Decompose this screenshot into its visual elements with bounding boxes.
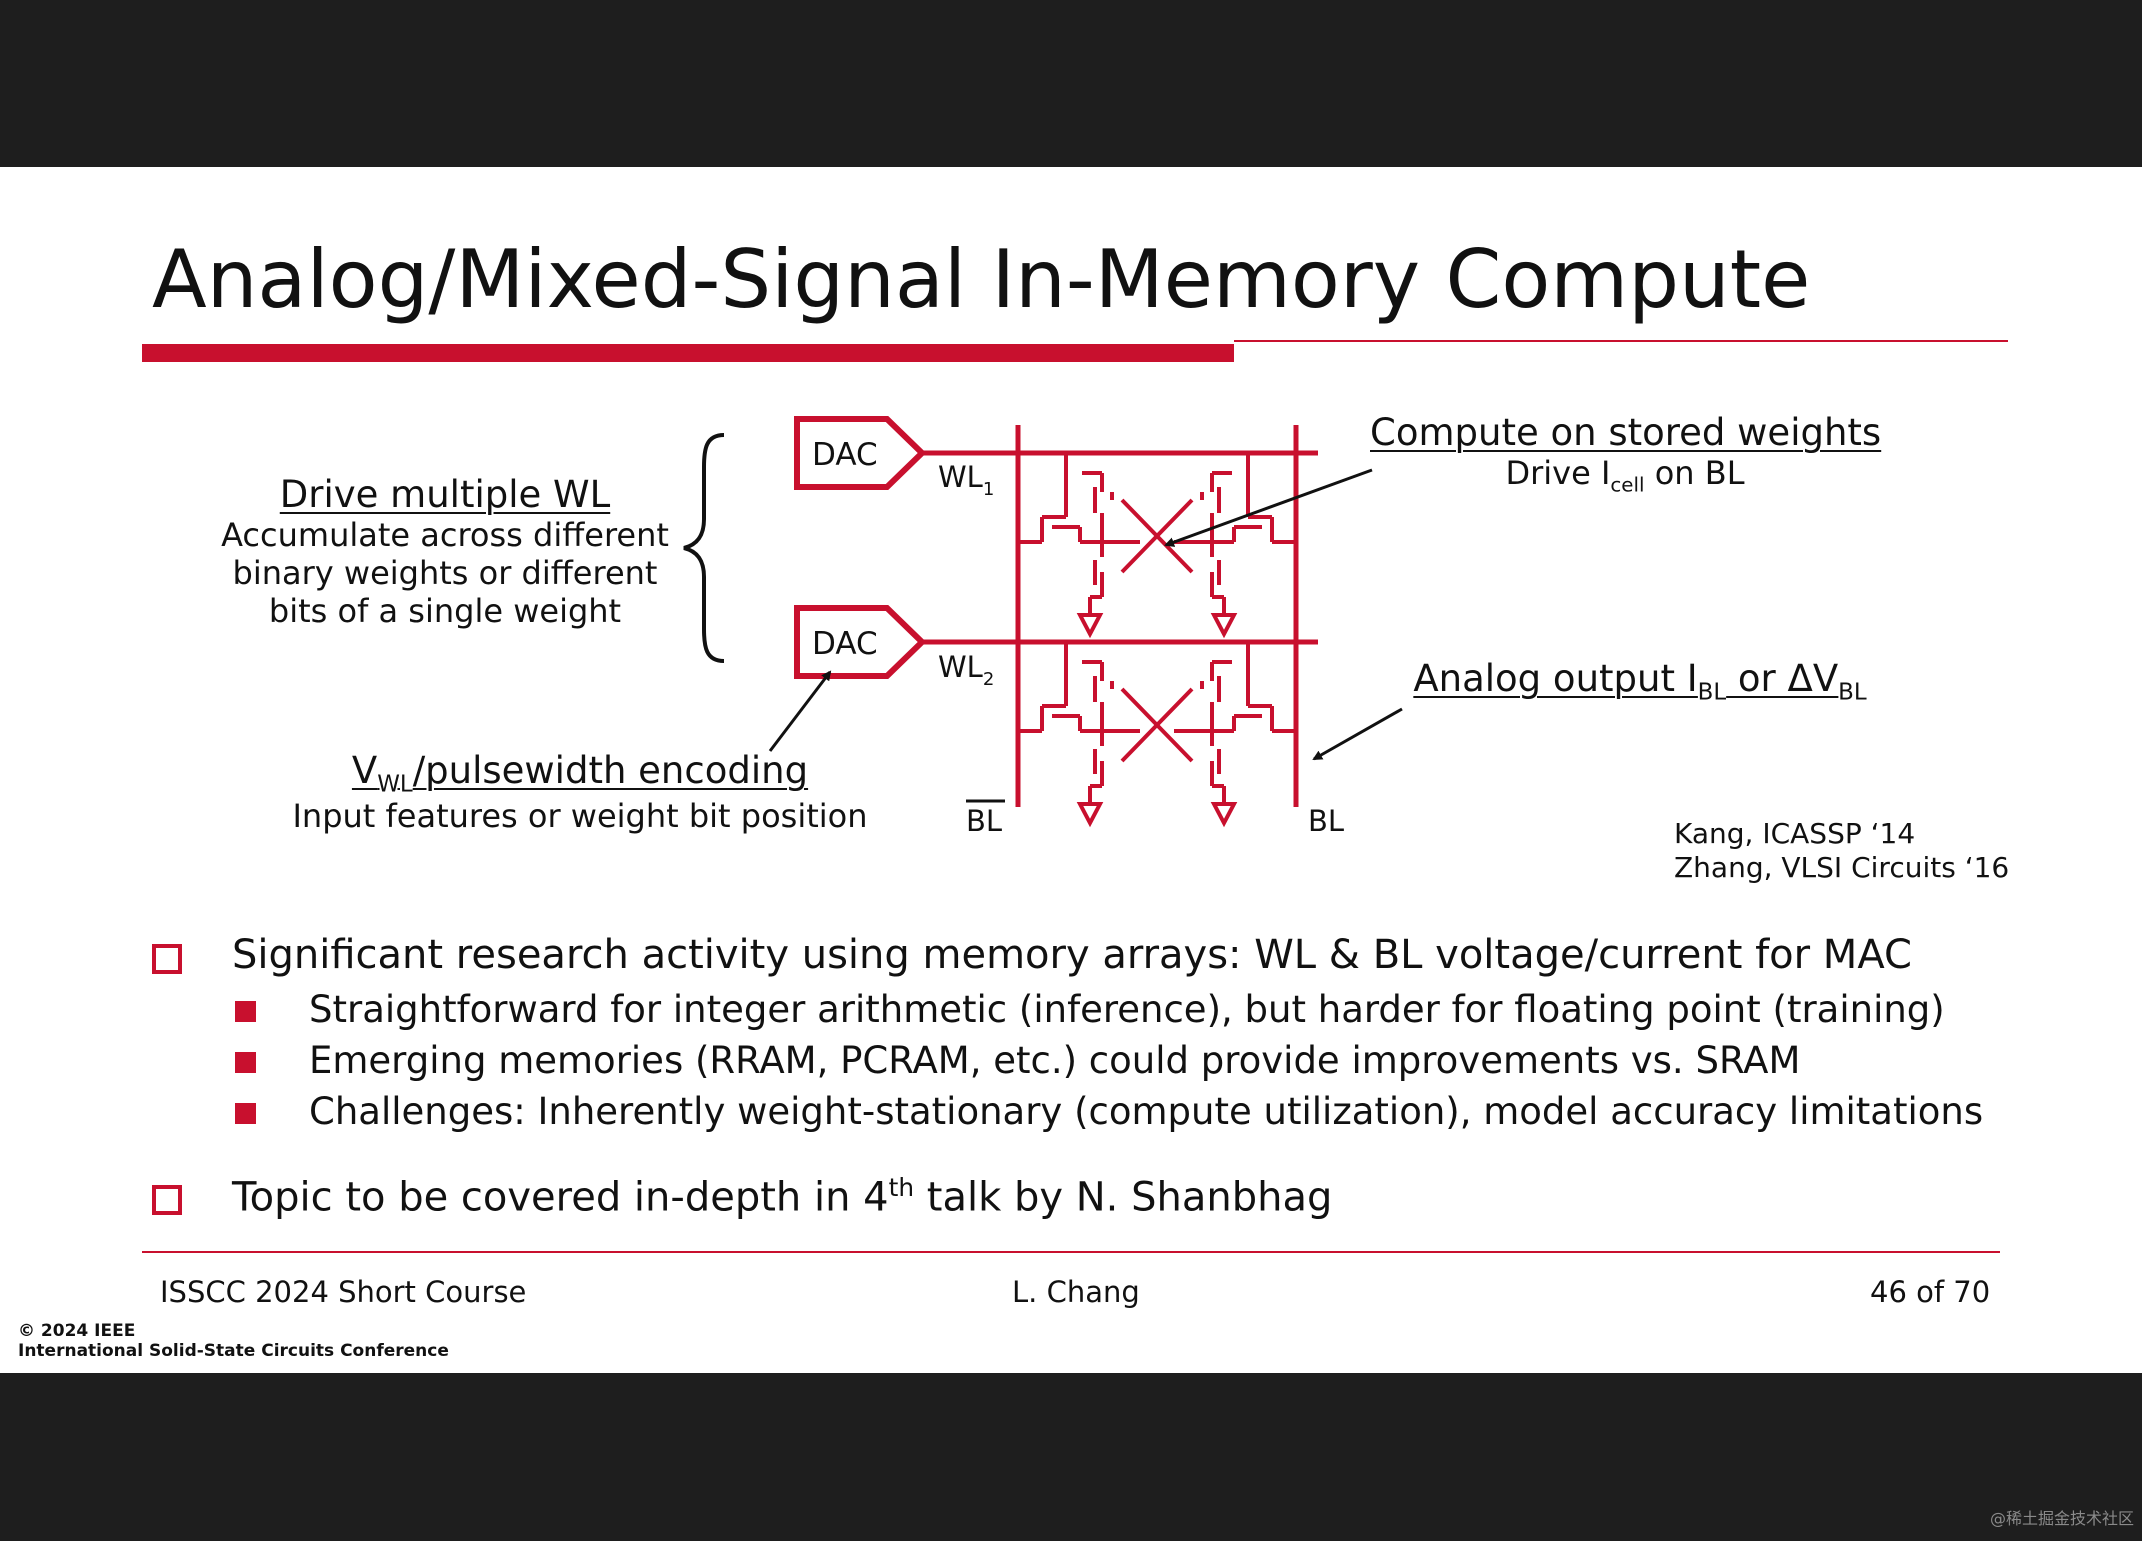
drive-wl-line-3: bits of a single weight [268, 592, 622, 630]
sram-cell-1 [1018, 453, 1296, 615]
dac-2-label: DAC [812, 626, 878, 662]
title-rule-thin [1234, 340, 2008, 342]
footer-page-number: 46 of 70 [1870, 1275, 1991, 1309]
sub-bullet-2: Emerging memories (RRAM, PCRAM, etc.) co… [152, 1039, 2052, 1090]
dac-1-label: DAC [812, 437, 878, 473]
bl-label: BL [1308, 804, 1344, 838]
dac-1: DAC [794, 416, 927, 490]
drive-wl-line-1: Accumulate across different [221, 516, 669, 554]
filled-square-bullet-icon [235, 1103, 256, 1124]
copyright: © 2024 IEEE International Solid-State Ci… [18, 1321, 449, 1361]
vwl-heading: VWL/pulsewidth encoding [351, 749, 809, 798]
sub-bullet-2-text: Emerging memories (RRAM, PCRAM, etc.) co… [309, 1039, 1801, 1082]
slide: Analog/Mixed-Signal In-Memory Compute DA… [0, 167, 2142, 1373]
annotation-analog-output: Analog output IBL or ΔVBL [1410, 657, 1870, 705]
drive-wl-heading: Drive multiple WL [279, 473, 611, 516]
annotation-vwl: VWL/pulsewidth encoding Input features o… [280, 749, 880, 835]
curly-brace [683, 433, 725, 663]
vwl-line: Input features or weight bit position [292, 797, 868, 836]
sub-bullet-1-text: Straightforward for integer arithmetic (… [309, 988, 1945, 1031]
bullet-2: Topic to be covered in-depth in 4th talk… [152, 1173, 2052, 1229]
title-rule-thick [142, 344, 1234, 362]
watermark: @稀土掘金技术社区 [1989, 1509, 2134, 1528]
arrow-compute [1164, 468, 1373, 547]
dac-2: DAC [794, 605, 927, 679]
wl1-label: WL1 [938, 460, 994, 500]
footer-left: ISSCC 2024 Short Course [160, 1275, 527, 1309]
arrow-vwl [768, 670, 832, 752]
hollow-square-bullet-icon [152, 1185, 182, 1215]
slide-title: Analog/Mixed-Signal In-Memory Compute [152, 233, 1811, 326]
wl2-label: WL2 [938, 650, 994, 690]
compute-line: Drive Icell on BL [1505, 454, 1745, 497]
references: Kang, ICASSP ‘14 Zhang, VLSI Circuits ‘1… [1674, 817, 2009, 885]
sub-bullet-3-text: Challenges: Inherently weight-stationary… [309, 1090, 1984, 1133]
annotation-drive-wl: Drive multiple WL Accumulate across diff… [215, 473, 675, 630]
blbar-label: BL [966, 804, 1002, 838]
analog-output-heading: Analog output IBL or ΔVBL [1413, 657, 1867, 706]
reference-2: Zhang, VLSI Circuits ‘16 [1674, 851, 2010, 884]
filled-square-bullet-icon [235, 1001, 256, 1022]
bullet-list: Significant research activity using memo… [152, 932, 2052, 1229]
footer-center: L. Chang [1012, 1275, 1140, 1309]
reference-1: Kang, ICASSP ‘14 [1674, 817, 1916, 850]
filled-square-bullet-icon [235, 1052, 256, 1073]
bullet-1: Significant research activity using memo… [152, 932, 2052, 988]
compute-heading: Compute on stored weights [1370, 411, 1882, 454]
drive-wl-line-2: binary weights or different [232, 554, 658, 592]
footer-rule [142, 1251, 2000, 1253]
hollow-square-bullet-icon [152, 944, 182, 974]
bullet-2-text: Topic to be covered in-depth in 4th talk… [232, 1173, 1333, 1221]
sub-bullet-1: Straightforward for integer arithmetic (… [152, 988, 2052, 1039]
sram-array-diagram: DAC DAC [683, 416, 1403, 838]
annotation-compute: Compute on stored weights Drive Icell on… [1370, 411, 1882, 504]
sram-cell-2 [1018, 642, 1296, 828]
bullet-1-text: Significant research activity using memo… [232, 932, 1912, 978]
sub-bullet-3: Challenges: Inherently weight-stationary… [152, 1090, 2052, 1141]
copyright-line-2: International Solid-State Circuits Confe… [18, 1341, 449, 1361]
arrow-analog-output [1312, 707, 1403, 761]
copyright-line-1: © 2024 IEEE [18, 1321, 136, 1341]
